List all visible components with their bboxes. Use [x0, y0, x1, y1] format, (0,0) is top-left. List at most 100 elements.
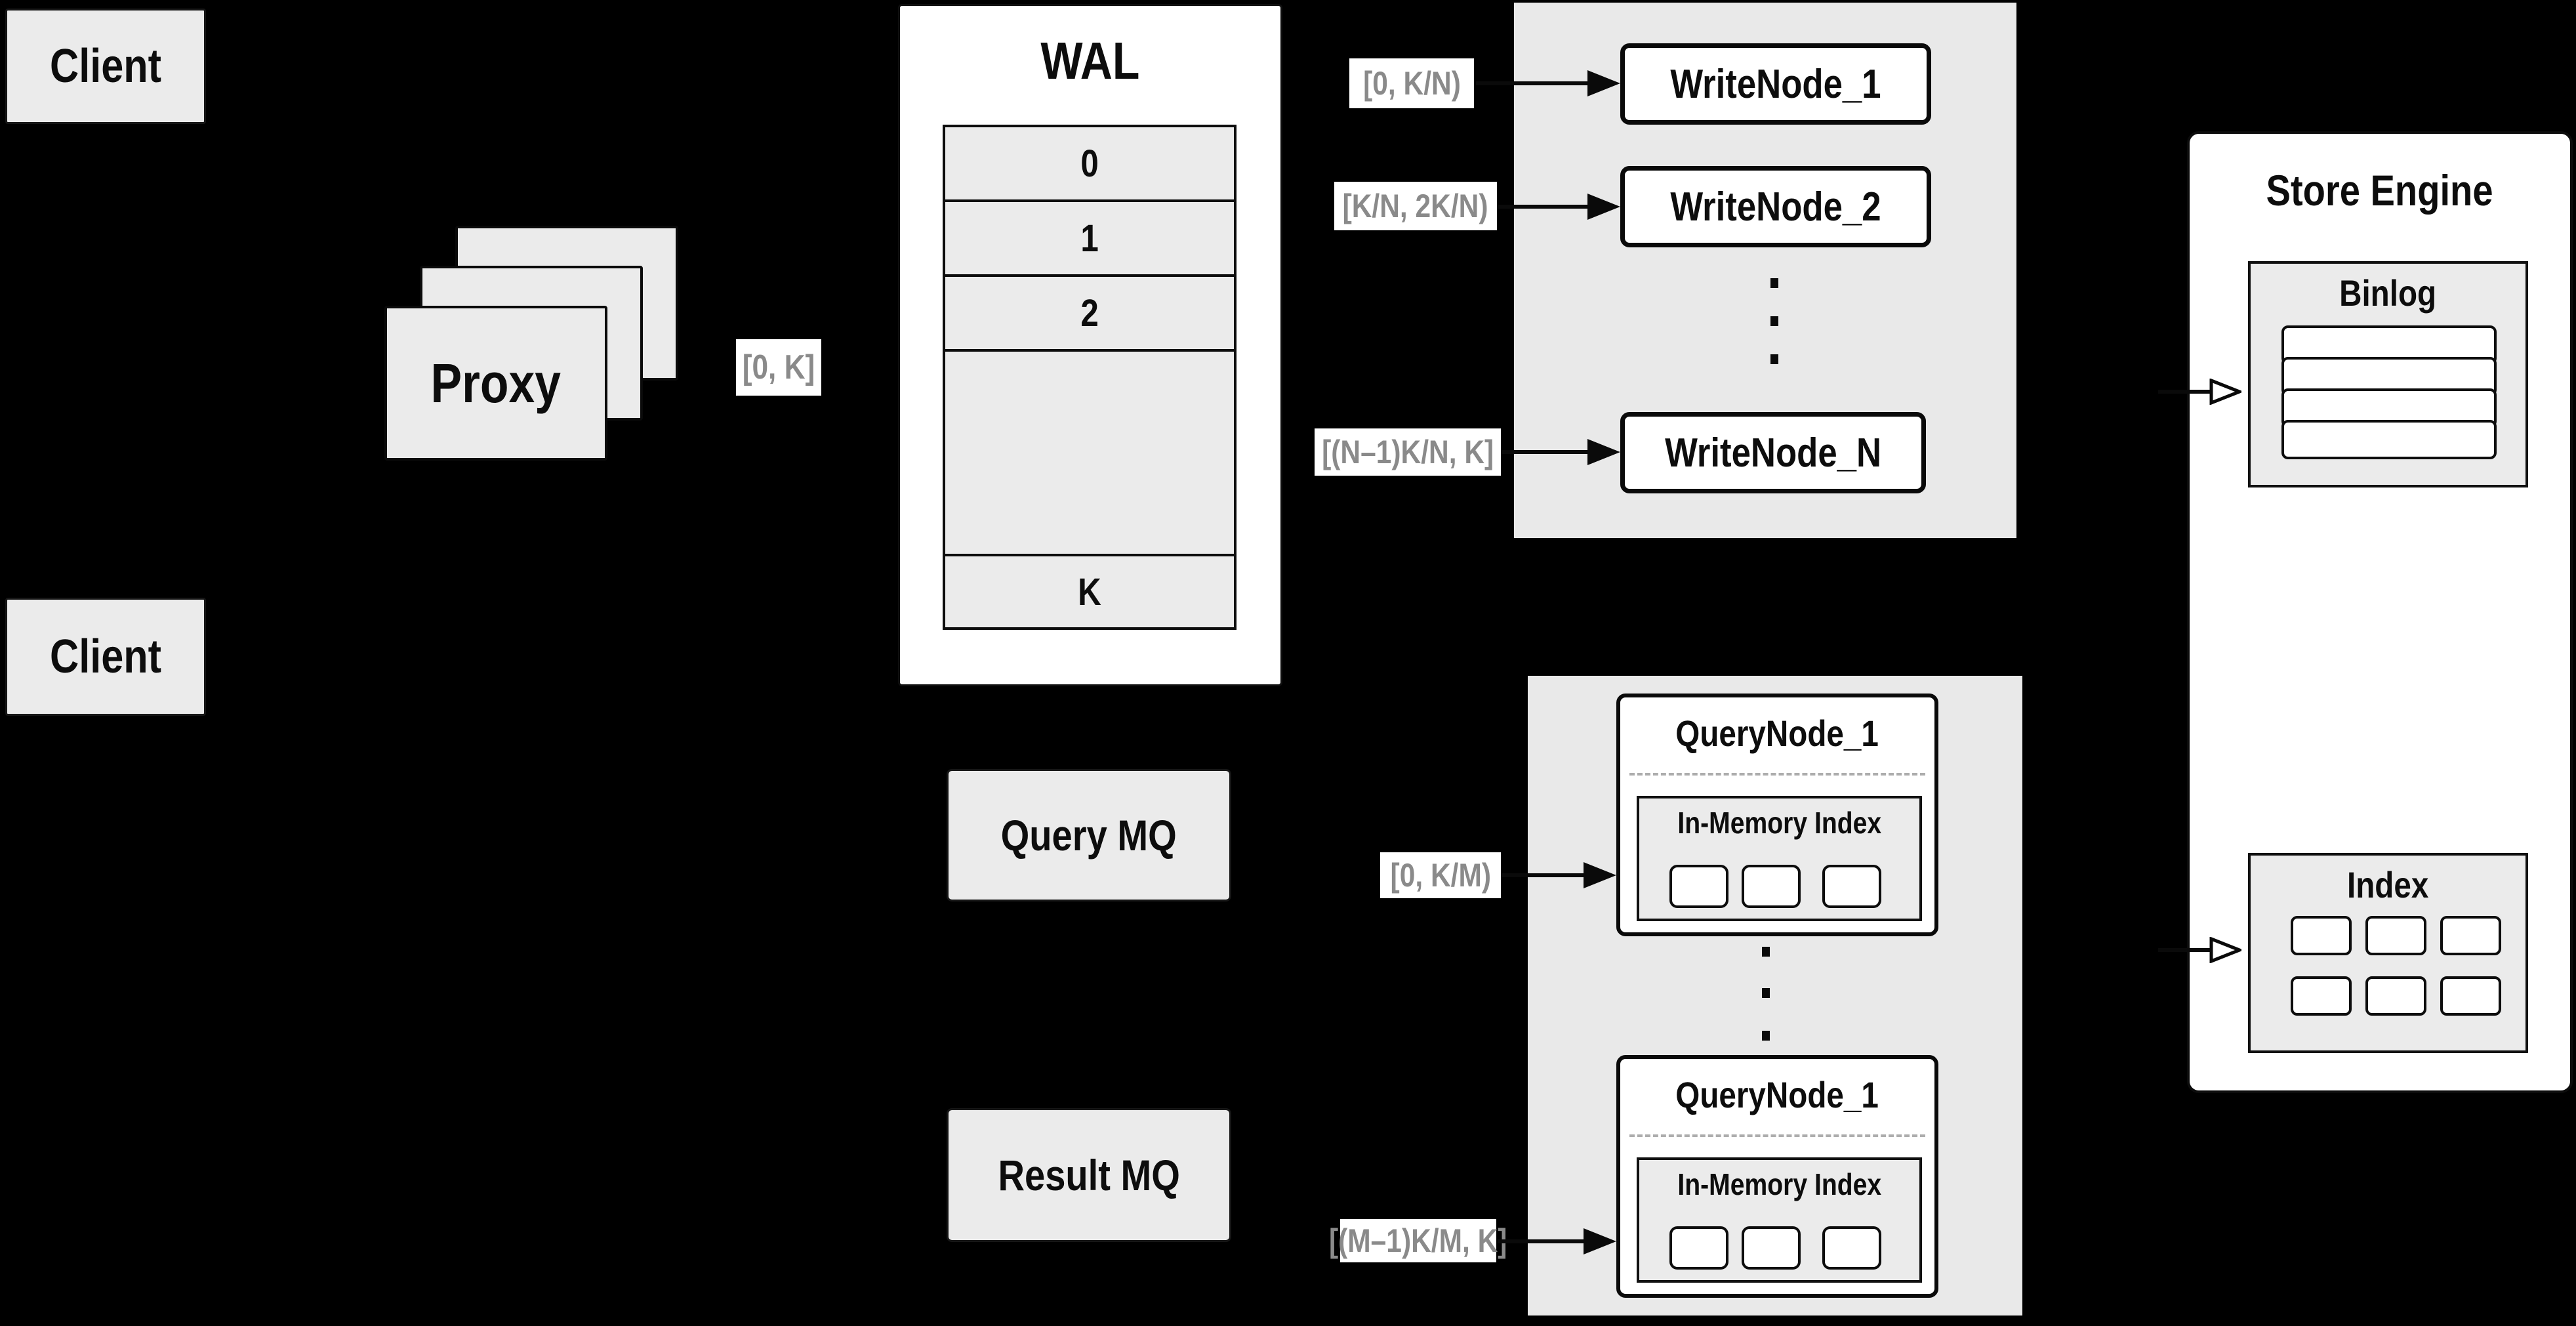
- range-label-full: [0, K]: [736, 339, 821, 396]
- wal-row-2-text: 2: [1080, 291, 1099, 335]
- proxy-card-front: Proxy: [384, 306, 607, 461]
- arrow-head-icon: [1584, 862, 1616, 888]
- wal-row-ellipsis: [943, 349, 1237, 556]
- index-cell: [2291, 976, 2352, 1016]
- arrow-head-icon: [1587, 70, 1620, 96]
- arrow-head-icon: [1587, 439, 1620, 465]
- client-box-bottom: Client: [5, 598, 206, 716]
- memory-segment: [1669, 1226, 1728, 1270]
- write-node-2-label: WriteNode_2: [1670, 184, 1881, 230]
- write-node-n: WriteNode_N: [1620, 412, 1926, 493]
- arrow-line: [2158, 390, 2213, 394]
- hollow-arrow-head-icon: [2209, 937, 2241, 963]
- binlog-row: [2281, 420, 2497, 459]
- query-node-2-title: QueryNode_1: [1620, 1073, 1934, 1116]
- arrow-head-icon: [1587, 194, 1620, 220]
- memory-segment: [1822, 865, 1881, 908]
- query-ellipsis-dot: [1762, 988, 1770, 998]
- arrow-line: [2158, 948, 2213, 952]
- wal-row-k-text: K: [1078, 570, 1101, 613]
- query-mq-box: Query MQ: [947, 769, 1231, 901]
- wal-title-text: WAL: [1040, 31, 1140, 90]
- write-range-label-2: [K/N, 2K/N): [1334, 182, 1497, 230]
- proxy-label: Proxy: [430, 352, 562, 414]
- index-title: Index: [2251, 863, 2525, 906]
- arrow-line: [1476, 81, 1591, 85]
- store-engine-title: Store Engine: [2190, 165, 2570, 215]
- client-box-top: Client: [5, 9, 206, 124]
- memory-segment: [1742, 1226, 1801, 1270]
- in-memory-index-title-2-text: In-Memory Index: [1677, 1167, 1881, 1201]
- write-range-label-3-text: [(N–1)K/N, K]: [1321, 434, 1494, 470]
- query-range-label-2: [(M–1)K/M, K]: [1329, 1219, 1507, 1262]
- write-range-label-3: [(N–1)K/N, K]: [1315, 428, 1501, 476]
- memory-segment: [1822, 1226, 1881, 1270]
- client-bottom-label: Client: [49, 631, 161, 683]
- arrow-to-query-node-1: [1502, 862, 1616, 888]
- query-node-1-title-text: QueryNode_1: [1675, 713, 1879, 754]
- wal-row-0: 0: [943, 125, 1237, 202]
- wal-row-0-text: 0: [1080, 142, 1099, 185]
- index-title-text: Index: [2347, 864, 2429, 905]
- binlog-title: Binlog: [2251, 272, 2525, 314]
- query-range-label-1: [0, K/M): [1380, 852, 1501, 898]
- arrow-to-write-node-1: [1476, 70, 1620, 96]
- arrow-to-write-node-2: [1498, 194, 1620, 220]
- query-node-1: QueryNode_1 In-Memory Index: [1616, 694, 1938, 936]
- write-ellipsis-dot: [1770, 278, 1778, 288]
- query-range-label-2-text: [(M–1)K/M, K]: [1329, 1222, 1507, 1259]
- in-memory-index-title-1: In-Memory Index: [1639, 805, 1919, 840]
- index-cell: [2291, 916, 2352, 955]
- in-memory-index-title-2: In-Memory Index: [1639, 1167, 1919, 1202]
- query-node-2-title-text: QueryNode_1: [1675, 1074, 1879, 1115]
- write-node-1: WriteNode_1: [1620, 43, 1931, 125]
- arrow-to-index: [2158, 937, 2243, 963]
- write-node-1-label: WriteNode_1: [1670, 61, 1881, 107]
- index-cell: [2440, 976, 2501, 1016]
- write-node-2: WriteNode_2: [1620, 166, 1931, 247]
- query-range-label-1-text: [0, K/M): [1390, 857, 1491, 894]
- write-node-n-label: WriteNode_N: [1665, 430, 1881, 476]
- index-cell: [2365, 916, 2426, 955]
- write-ellipsis-dot: [1770, 316, 1778, 326]
- query-node-1-title: QueryNode_1: [1620, 712, 1934, 755]
- wal-row-1: 1: [943, 199, 1237, 277]
- query-node-1-divider: [1629, 773, 1925, 776]
- index-cell: [2440, 916, 2501, 955]
- wal-title: WAL: [900, 31, 1280, 91]
- arrow-to-query-node-2: [1498, 1228, 1616, 1254]
- index-cell: [2365, 976, 2426, 1016]
- arrow-to-binlog: [2158, 379, 2243, 405]
- query-node-2-divider: [1629, 1134, 1925, 1137]
- write-range-label-1-text: [0, K/N): [1362, 65, 1461, 102]
- arrow-line: [1498, 1239, 1587, 1243]
- query-node-2: QueryNode_1 In-Memory Index: [1616, 1055, 1938, 1298]
- result-mq-box: Result MQ: [947, 1108, 1231, 1242]
- index-box: Index: [2248, 853, 2528, 1053]
- memory-segment: [1742, 865, 1801, 908]
- arrow-head-icon: [1584, 1228, 1616, 1254]
- in-memory-index-box-2: In-Memory Index: [1637, 1157, 1922, 1283]
- write-range-label-1: [0, K/N): [1349, 58, 1474, 108]
- wal-row-2: 2: [943, 274, 1237, 352]
- wal-row-1-text: 1: [1080, 217, 1099, 260]
- query-ellipsis-dot: [1762, 947, 1770, 957]
- binlog-box: Binlog: [2248, 261, 2528, 487]
- write-ellipsis-dot: [1770, 354, 1778, 364]
- in-memory-index-title-1-text: In-Memory Index: [1677, 806, 1881, 840]
- result-mq-label: Result MQ: [998, 1151, 1180, 1199]
- arrow-to-write-node-n: [1502, 439, 1620, 465]
- arrow-line: [1502, 873, 1587, 877]
- arrow-line: [1498, 205, 1591, 209]
- query-ellipsis-dot: [1762, 1031, 1770, 1041]
- write-range-label-2-text: [K/N, 2K/N): [1343, 188, 1488, 224]
- hollow-arrow-head-icon: [2209, 379, 2241, 405]
- binlog-title-text: Binlog: [2339, 272, 2437, 314]
- memory-segment: [1669, 865, 1728, 908]
- query-mq-label: Query MQ: [1000, 811, 1177, 860]
- client-top-label: Client: [49, 40, 161, 93]
- in-memory-index-box-1: In-Memory Index: [1637, 796, 1922, 921]
- arrow-line: [1502, 450, 1591, 454]
- wal-row-k: K: [943, 554, 1237, 630]
